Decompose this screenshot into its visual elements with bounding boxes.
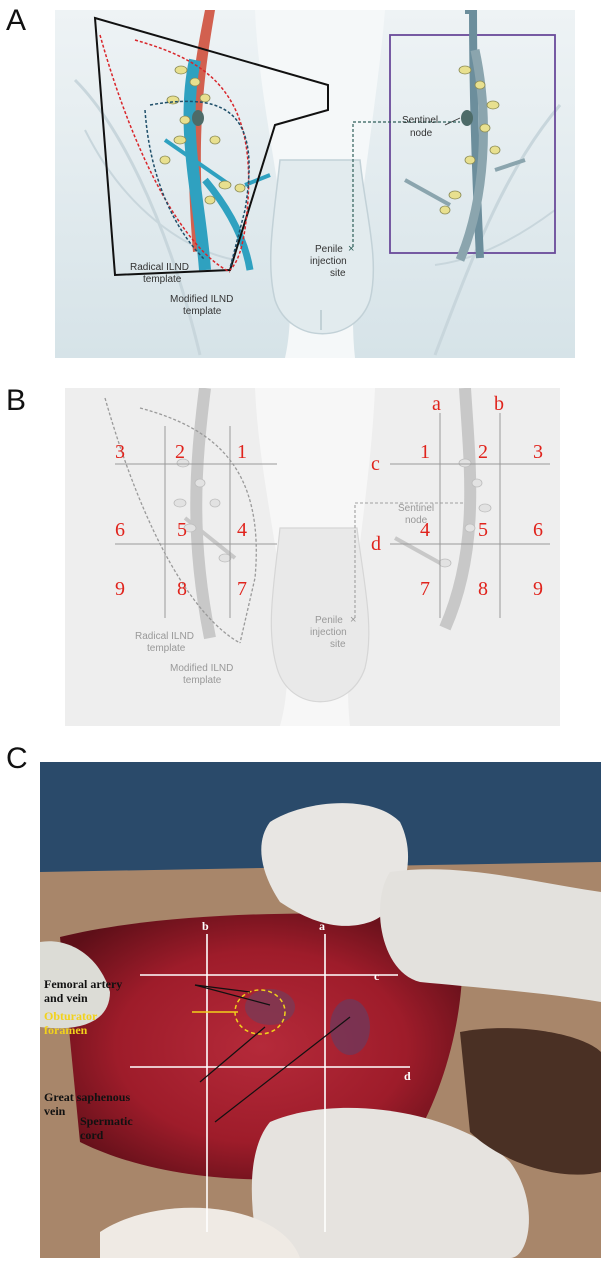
lymph-node bbox=[235, 184, 245, 192]
lymph-node bbox=[439, 559, 451, 567]
left-zone-3: 3 bbox=[115, 441, 125, 463]
lymph-node bbox=[175, 66, 187, 74]
right-zone-9: 9 bbox=[533, 578, 543, 600]
cord-highlight bbox=[330, 999, 370, 1055]
saphenous-label-2: vein bbox=[44, 1104, 66, 1118]
lymph-node bbox=[219, 181, 231, 189]
lymph-node bbox=[480, 124, 490, 132]
left-zone-4: 4 bbox=[237, 519, 247, 541]
left-zone-9: 9 bbox=[115, 578, 125, 600]
line-label-d: d bbox=[371, 533, 381, 555]
modified-ilnd-label-2: template bbox=[183, 306, 222, 317]
lymph-node bbox=[487, 101, 499, 109]
right-zone-2: 2 bbox=[478, 441, 488, 463]
sentinel-node-label-2: node bbox=[410, 128, 433, 139]
penile-injection-label-3: site bbox=[330, 268, 346, 279]
saphenous-label: Great saphenous bbox=[44, 1090, 130, 1104]
right-zone-8: 8 bbox=[478, 578, 488, 600]
panel-a-letter: A bbox=[6, 6, 26, 36]
line-label-a: a bbox=[432, 393, 441, 415]
lymph-node bbox=[475, 81, 485, 89]
lymph-node bbox=[440, 206, 450, 214]
lymph-node bbox=[205, 196, 215, 204]
injection-site-mark: × bbox=[348, 243, 354, 255]
modified-ilnd-label-b: Modified ILND bbox=[170, 663, 233, 674]
right-thigh bbox=[353, 10, 575, 358]
right-sentinel-node bbox=[461, 110, 473, 126]
obturator-label: Obturator bbox=[44, 1009, 98, 1023]
lymph-node bbox=[465, 156, 475, 164]
sentinel-node-label: Sentinel bbox=[402, 115, 438, 126]
left-zone-2: 2 bbox=[175, 441, 185, 463]
line-label-b: b bbox=[494, 393, 504, 415]
spermatic-label-2: cord bbox=[80, 1128, 104, 1142]
lymph-node bbox=[479, 504, 491, 512]
right-zone-7: 7 bbox=[420, 578, 430, 600]
penile-injection-label-b: Penile bbox=[315, 615, 343, 626]
lymph-node bbox=[210, 499, 220, 507]
lymph-node bbox=[219, 554, 231, 562]
right-zone-6: 6 bbox=[533, 519, 543, 541]
lymph-node bbox=[174, 136, 186, 144]
lymph-node bbox=[195, 479, 205, 487]
lymph-node bbox=[190, 78, 200, 86]
femoral-label-2: and vein bbox=[44, 991, 88, 1005]
line-label-c: c bbox=[371, 453, 380, 475]
radical-ilnd-label: Radical ILND bbox=[130, 262, 189, 273]
photo-line-label-d: d bbox=[404, 1069, 411, 1083]
left-zone-8: 8 bbox=[177, 578, 187, 600]
modified-ilnd-label: Modified ILND bbox=[170, 294, 233, 305]
sentinel-node-label-b-2: node bbox=[405, 515, 428, 526]
left-zone-5: 5 bbox=[177, 519, 187, 541]
lymph-node bbox=[200, 94, 210, 102]
right-zone-5: 5 bbox=[478, 519, 488, 541]
penile-injection-label: Penile bbox=[315, 244, 343, 255]
left-thigh bbox=[55, 10, 290, 358]
lymph-node bbox=[449, 191, 461, 199]
right-zone-1: 1 bbox=[420, 441, 430, 463]
left-zone-1: 1 bbox=[237, 441, 247, 463]
obturator-label-2: foramen bbox=[44, 1023, 88, 1037]
vessel-highlight bbox=[245, 989, 295, 1025]
penile-injection-label-b-3: site bbox=[330, 639, 346, 650]
penile-injection-label-2: injection bbox=[310, 256, 347, 267]
left-zone-6: 6 bbox=[115, 519, 125, 541]
radical-ilnd-label-b-2: template bbox=[147, 643, 186, 654]
lymph-node bbox=[490, 146, 500, 154]
surgical-photo: b a c d Femoral artery and vein Obturato… bbox=[40, 762, 601, 1258]
lymph-node bbox=[210, 136, 220, 144]
lymph-node bbox=[459, 459, 471, 467]
femoral-label: Femoral artery bbox=[44, 977, 122, 991]
panel-c-letter: C bbox=[6, 744, 28, 774]
lymph-node bbox=[167, 96, 179, 104]
injection-site-mark-b: × bbox=[350, 614, 356, 626]
radical-ilnd-label-b: Radical ILND bbox=[135, 631, 194, 642]
lymph-node bbox=[180, 116, 190, 124]
photo-line-label-c: c bbox=[374, 969, 380, 983]
lymph-node bbox=[174, 499, 186, 507]
right-zone-3: 3 bbox=[533, 441, 543, 463]
photo-line-label-a: a bbox=[319, 919, 325, 933]
lymph-node bbox=[465, 524, 475, 532]
lymph-node bbox=[160, 156, 170, 164]
left-thigh-b bbox=[65, 388, 288, 726]
penile-injection-label-b-2: injection bbox=[310, 627, 347, 638]
modified-ilnd-label-b-2: template bbox=[183, 675, 222, 686]
radical-ilnd-label-2: template bbox=[143, 274, 182, 285]
lymph-node bbox=[472, 479, 482, 487]
photo-line-label-b: b bbox=[202, 919, 209, 933]
spermatic-label: Spermatic bbox=[80, 1114, 133, 1128]
panel-a-diagram: × Sentinel node Penile injection site Ra… bbox=[55, 10, 575, 358]
left-zone-7: 7 bbox=[237, 578, 247, 600]
panel-b-letter: B bbox=[6, 386, 26, 416]
lymph-node bbox=[459, 66, 471, 74]
left-sentinel-node bbox=[192, 110, 204, 126]
right-thigh-b bbox=[348, 388, 560, 726]
panel-b-diagram: × 3 2 1 6 5 4 9 8 7 1 2 3 4 5 6 7 8 9 a … bbox=[65, 388, 560, 726]
sentinel-node-label-b: Sentinel bbox=[398, 503, 434, 514]
